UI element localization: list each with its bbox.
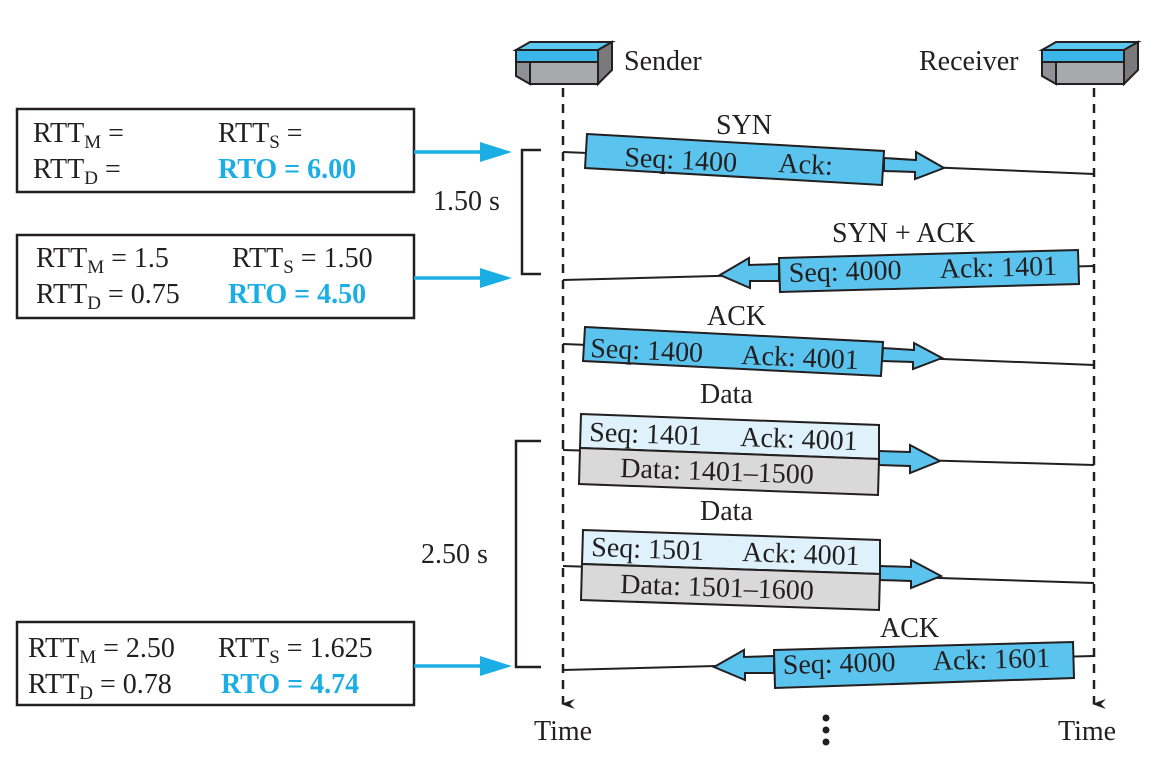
segment-ack-data-2: Ack: 4001: [742, 537, 860, 572]
segment-ack-data-1: Ack: 4001: [740, 422, 858, 457]
rto-value-3: RTO = 4.74: [221, 669, 359, 700]
segment-seq-syn-ack: Seq: 4000: [788, 255, 902, 289]
pointer-arrow-1: [414, 142, 512, 162]
segment-data-2: Data Seq: 1501 Ack: 4001 Data: 1501–1600: [562, 496, 1095, 612]
receiver-computer-icon: [1038, 40, 1142, 87]
rtt-m-2: RTTM = 1.5: [36, 243, 169, 278]
rto-value-1: RTO = 6.00: [218, 154, 356, 185]
segment-seq-ack-2: Seq: 4000: [782, 647, 896, 681]
segment-title-syn-ack: SYN + ACK: [832, 218, 975, 249]
rtt-d-2: RTTD = 0.75: [36, 279, 180, 314]
segment-ack-ack-1: Ack: 4001: [741, 340, 860, 376]
interval-bracket-1: [520, 148, 541, 276]
rtt-box-2: [15, 233, 416, 320]
sender-label: Sender: [624, 46, 702, 77]
segment-seq-syn: Seq: 1400: [624, 142, 738, 179]
rtt-box-1: [15, 107, 416, 194]
rtt-box-3: [15, 620, 416, 707]
segment-payload-data-1: Data: 1401–1500: [620, 453, 815, 491]
segment-payload-data-2: Data: 1501–1600: [620, 569, 815, 607]
continuation-dots: [822, 714, 830, 746]
segment-ack-syn-ack: Ack: 1401: [939, 251, 1057, 285]
segment-ack-2: ACK Seq: 4000 Ack: 1601: [562, 613, 1095, 690]
receiver-label: Receiver: [919, 46, 1019, 77]
pointer-arrow-2: [414, 268, 512, 288]
segment-title-ack-1: ACK: [707, 301, 766, 332]
rtt-s-2: RTTS = 1.50: [232, 243, 373, 278]
segment-ack-1: ACK Seq: 1400 Ack: 4001: [562, 301, 1095, 378]
sender-computer-icon: [512, 40, 616, 87]
segment-seq-data-1: Seq: 1401: [589, 417, 703, 452]
rtt-m-3: RTTM = 2.50: [28, 633, 175, 668]
segment-seq-data-2: Seq: 1501: [591, 532, 705, 567]
segment-syn: SYN Seq: 1400 Ack:: [562, 110, 1095, 187]
receiver-time-label: Time: [1058, 716, 1116, 747]
rtt-d-3: RTTD = 0.78: [28, 669, 172, 704]
segment-syn-ack: SYN + ACK Seq: 4000 Ack: 1401: [562, 218, 1095, 294]
segment-ack-ack-2: Ack: 1601: [932, 643, 1050, 677]
rtt-s-1: RTTS =: [218, 118, 303, 153]
sender-time-label: Time: [534, 716, 592, 747]
interval-label-1: 1.50 s: [433, 186, 500, 217]
segment-seq-ack-1: Seq: 1400: [590, 333, 704, 369]
segment-title-data-1: Data: [700, 379, 753, 410]
interval-label-2: 2.50 s: [421, 539, 488, 570]
interval-bracket-2: [514, 439, 541, 669]
segment-title-ack-2: ACK: [880, 613, 939, 644]
segment-title-data-2: Data: [700, 496, 753, 527]
rto-value-2: RTO = 4.50: [228, 279, 366, 310]
pointer-arrow-3: [414, 656, 512, 676]
rtt-m-1: RTTM =: [33, 118, 124, 153]
segment-ack-syn: Ack:: [778, 148, 834, 182]
rtt-s-3: RTTS = 1.625: [218, 633, 373, 668]
rtt-d-1: RTTD =: [33, 154, 121, 189]
segment-data-1: Data Seq: 1401 Ack: 4001 Data: 1401–1500: [562, 379, 1095, 497]
segment-title-syn: SYN: [716, 110, 772, 141]
